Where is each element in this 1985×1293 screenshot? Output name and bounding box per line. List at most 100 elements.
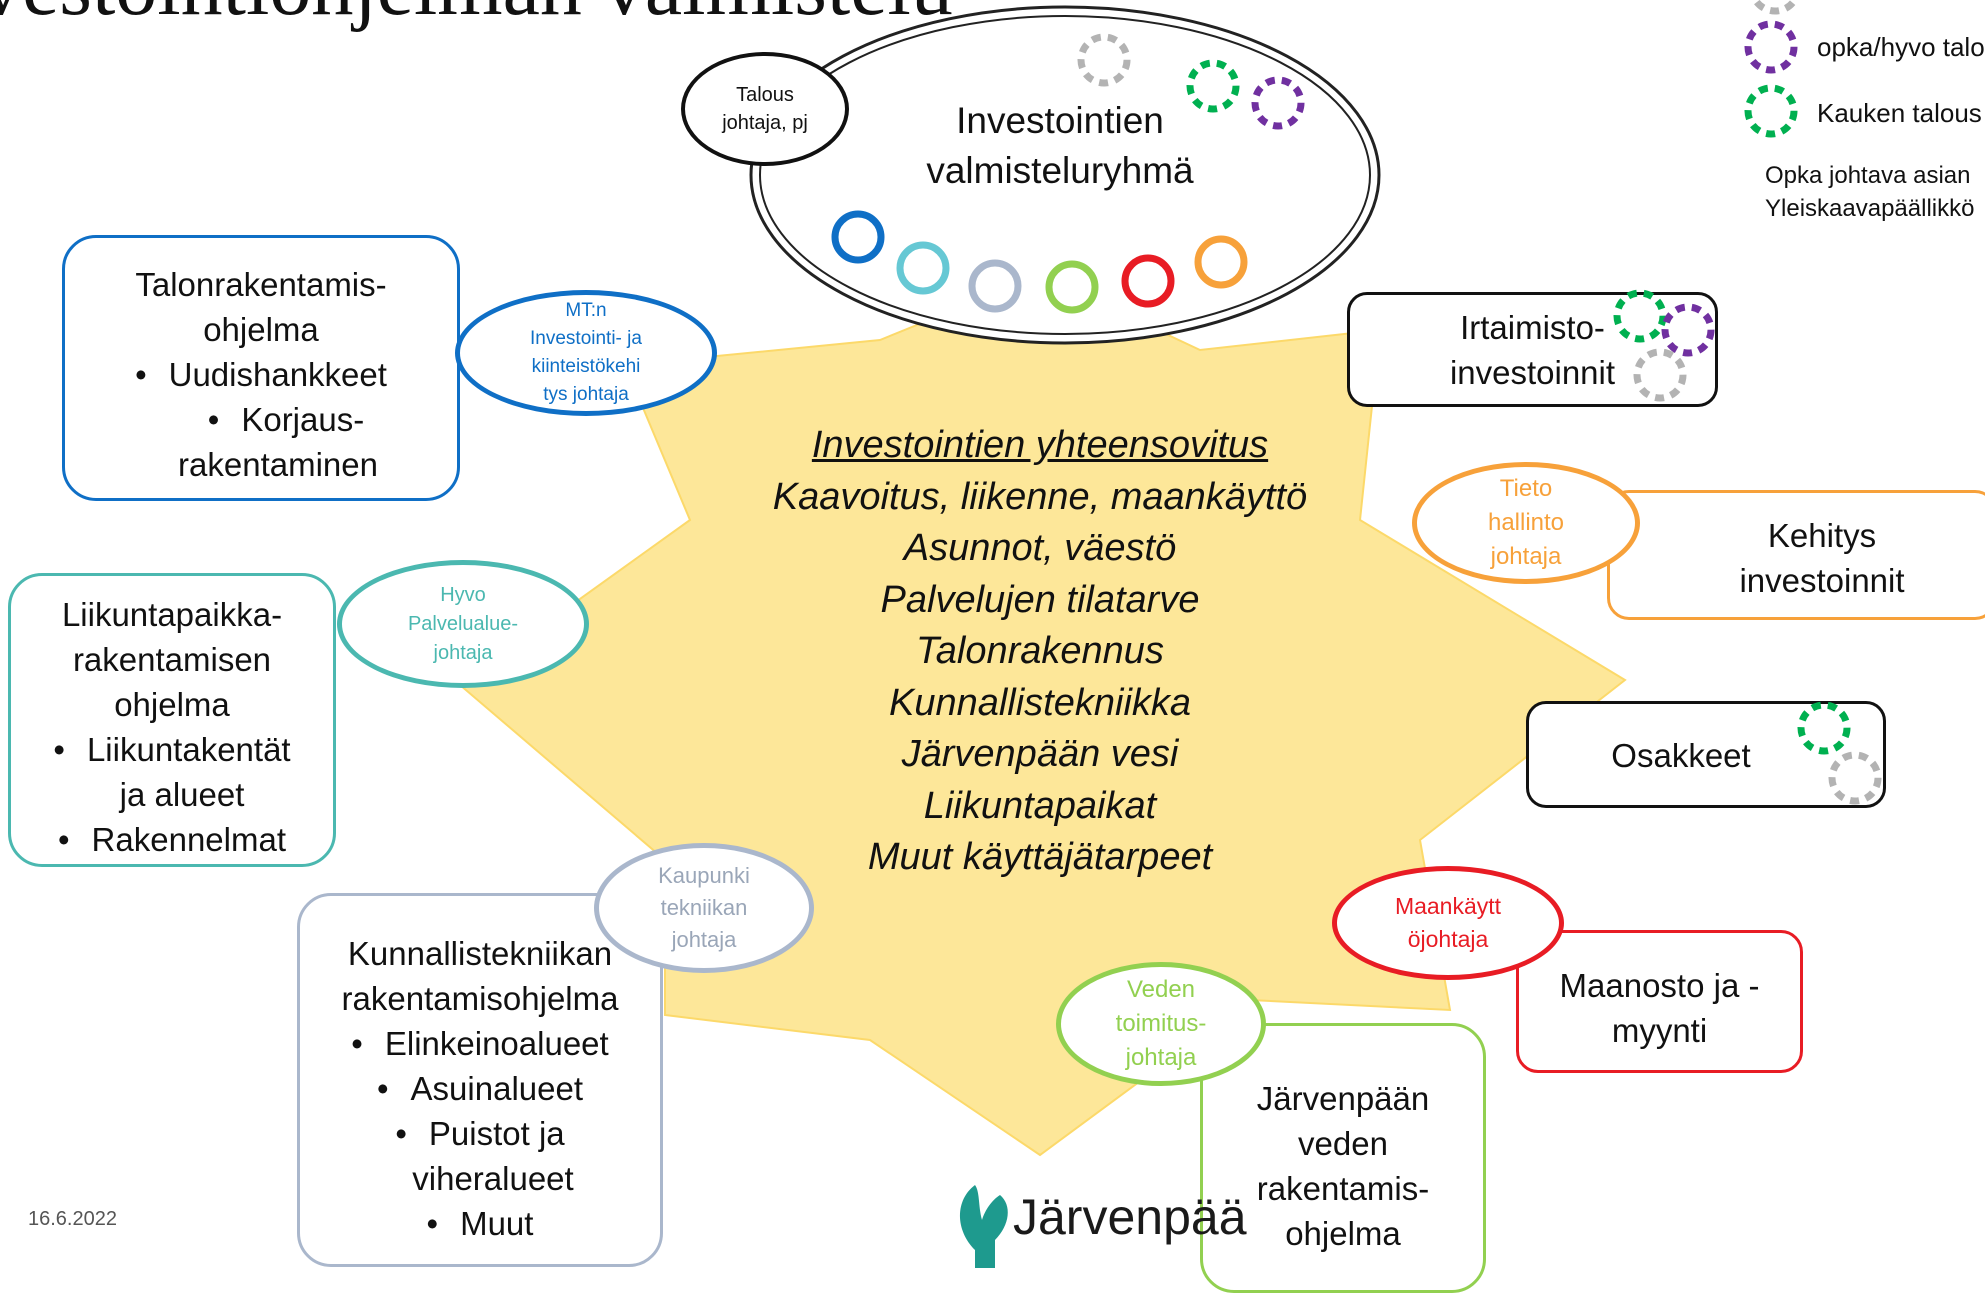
- vesi-line-1: Järvenpään: [1256, 1080, 1430, 1117]
- logo-mark: [960, 1185, 1008, 1268]
- center-line-5: Talonrakennus: [916, 630, 1164, 672]
- osakkeet-ring-green: [1797, 701, 1851, 755]
- irtaimisto-line-1: Irtaimisto-: [1460, 309, 1605, 346]
- member-ring-blue: [831, 210, 885, 264]
- legend-dashed-green: [1744, 84, 1798, 138]
- center-line-1: Investointien yhteensovitus: [811, 424, 1269, 466]
- kunta-bullet-3: Puistot ja: [300, 1111, 660, 1156]
- talo-bullet-2-cont: rakentaminen: [178, 446, 378, 483]
- osakkeet-line-1: Osakkeet: [1611, 737, 1751, 774]
- logo-wordmark: Järvenpää: [1013, 1189, 1247, 1245]
- role-oval-tieto: Tieto hallinto johtaja: [1412, 462, 1640, 584]
- role-kaupunki-line-2: tekniikan: [660, 895, 748, 920]
- member-ring-green: [1045, 260, 1099, 314]
- vesi-line-2: veden: [1298, 1125, 1388, 1162]
- role-tieto-line-3: johtaja: [1490, 543, 1562, 570]
- role-tieto-line-1: Tieto: [1499, 475, 1553, 502]
- role-kaupunki-line-3: johtaja: [671, 927, 737, 952]
- role-oval-kaupunki: Kaupunki tekniikan johtaja: [594, 843, 814, 973]
- center-line-7: Järvenpään vesi: [901, 733, 1179, 775]
- center-line-3: Asunnot, väestö: [903, 527, 1177, 569]
- role-maankaytto-line-1: Maankäytt: [1394, 893, 1502, 919]
- center-line-8: Liikuntapaikat: [923, 784, 1157, 827]
- center-line-4: Palvelujen tilatarve: [880, 578, 1200, 621]
- role-oval-vesi: Veden toimitus- johtaja: [1056, 962, 1266, 1086]
- kunta-bullet-2: Asuinalueet: [300, 1066, 660, 1111]
- role-hyvo-line-3: johtaja: [433, 641, 493, 664]
- legend-dashed-gray: [1751, 0, 1799, 15]
- maanosto-line-2: myynti: [1611, 1012, 1708, 1049]
- program-box-vesi: Järvenpään veden rakentamis- ohjelma: [1200, 1023, 1486, 1293]
- liikunta-head-3: ohjelma: [114, 686, 230, 723]
- kehitys-line-2: investoinnit: [1739, 562, 1905, 599]
- role-vesi-line-3: johtaja: [1125, 1044, 1197, 1071]
- role-oval-mt: MT:n Investointi- ja kiinteistökehi tys …: [455, 290, 717, 416]
- legend-note-1: Opka johtava asian: [1765, 162, 1971, 189]
- role-tieto-line-2: hallinto: [1487, 509, 1565, 536]
- talo-bullet-2: Korjaus-: [65, 397, 457, 442]
- legend-purple-label: opka/hyvo talo: [1817, 32, 1985, 62]
- role-maankaytto-line-2: öjohtaja: [1407, 926, 1489, 952]
- dashed-ring-green: [1186, 59, 1240, 113]
- liikunta-bullet-1-cont: ja alueet: [119, 776, 245, 813]
- program-box-liikuntapaikka: Liikuntapaikka- rakentamisen ohjelma Lii…: [8, 573, 336, 867]
- role-mt-line-2: Investointi- ja: [530, 328, 642, 349]
- member-ring-gray: [968, 259, 1022, 313]
- vesi-line-4: ohjelma: [1285, 1215, 1401, 1252]
- role-mt-line-4: tys johtaja: [543, 384, 629, 405]
- group-name: Investointien valmisteluryhmä: [900, 96, 1220, 196]
- group-ellipse-inner: [759, 15, 1371, 335]
- vesi-line-3: rakentamis-: [1256, 1170, 1430, 1207]
- center-line-2: Kaavoitus, liikenne, maankäyttö: [772, 475, 1308, 518]
- liikunta-bullet-1: Liikuntakentät: [11, 727, 333, 772]
- liikunta-bullets: Liikuntakentät ja alueet Rakennelmat: [11, 727, 333, 862]
- program-box-maanosto: Maanosto ja - myynti: [1516, 930, 1803, 1073]
- role-mt-line-3: kiinteistökehi: [531, 356, 641, 377]
- group-ellipse-outer: [749, 5, 1381, 345]
- osakkeet-ring-gray: [1828, 751, 1882, 805]
- talo-head-2: ohjelma: [203, 311, 319, 348]
- chair-oval: Talous johtaja, pj: [681, 52, 849, 166]
- role-mt-line-1: MT:n: [565, 300, 607, 321]
- kunta-bullet-4: Muut: [300, 1201, 660, 1246]
- talo-bullet-1: Uudishankkeet: [65, 352, 457, 397]
- dashed-ring-purple: [1251, 76, 1305, 130]
- talo-head-1: Talonrakentamis-: [135, 266, 387, 303]
- center-line-6: Kunnallistekniikka: [888, 681, 1192, 724]
- maanosto-line-1: Maanosto ja -: [1559, 967, 1760, 1004]
- role-kaupunki-line-1: Kaupunki: [658, 863, 750, 888]
- kunta-head-1: Kunnallistekniikan: [347, 935, 613, 972]
- role-oval-maankaytto: Maankäytt öjohtaja: [1332, 866, 1564, 980]
- legend-note-2: Yleiskaavapäällikkö: [1765, 195, 1975, 222]
- program-box-kunnallistekniikka: Kunnallistekniikan rakentamisohjelma Eli…: [297, 893, 663, 1267]
- role-vesi-line-2: toimitus-: [1115, 1010, 1207, 1037]
- irtaimisto-ring-green: [1613, 289, 1667, 343]
- slide-title: vestointiohjelman valmistelu: [0, 0, 953, 35]
- kehitys-line-1: Kehitys: [1767, 517, 1877, 554]
- role-hyvo-line-2: Palvelualue-: [407, 612, 519, 635]
- program-box-talonrakentaminen: Talonrakentamis- ohjelma Uudishankkeet K…: [62, 235, 460, 501]
- irtaimisto-ring-gray: [1633, 348, 1687, 402]
- role-hyvo-line-1: Hyvo: [440, 583, 486, 606]
- talo-bullets: Uudishankkeet Korjaus- rakentaminen: [65, 352, 457, 487]
- chair-line-2: johtaja, pj: [722, 112, 808, 134]
- coordination-text: Investointien yhteensovitus Kaavoitus, l…: [700, 420, 1380, 884]
- kunta-head-2: rakentamisohjelma: [341, 980, 619, 1017]
- program-box-kehitys: Kehitys investoinnit: [1607, 490, 1985, 620]
- member-ring-orange: [1194, 235, 1248, 289]
- kunta-bullet-3-cont: viheralueet: [412, 1160, 574, 1197]
- group-name-line-1: Investointien: [956, 100, 1164, 141]
- legend-green-label: Kauken talous: [1817, 98, 1982, 128]
- osakkeet-dashed-rings: [1797, 701, 1882, 805]
- dashed-ring-gray: [1077, 33, 1131, 87]
- liikunta-head-2: rakentamisen: [72, 641, 272, 678]
- group-name-line-2: valmisteluryhmä: [926, 150, 1194, 191]
- member-ring-teal: [896, 241, 950, 295]
- slide-date: 16.6.2022: [28, 1208, 117, 1230]
- liikunta-bullet-2: Rakennelmat: [11, 817, 333, 862]
- legend-dashed-purple: [1744, 20, 1798, 74]
- kunta-bullet-1: Elinkeinoalueet: [300, 1021, 660, 1066]
- kunta-bullets: Elinkeinoalueet Asuinalueet Puistot ja v…: [300, 1021, 660, 1246]
- center-line-9: Muut käyttäjätarpeet: [867, 836, 1213, 878]
- irtaimisto-ring-purple: [1661, 303, 1715, 357]
